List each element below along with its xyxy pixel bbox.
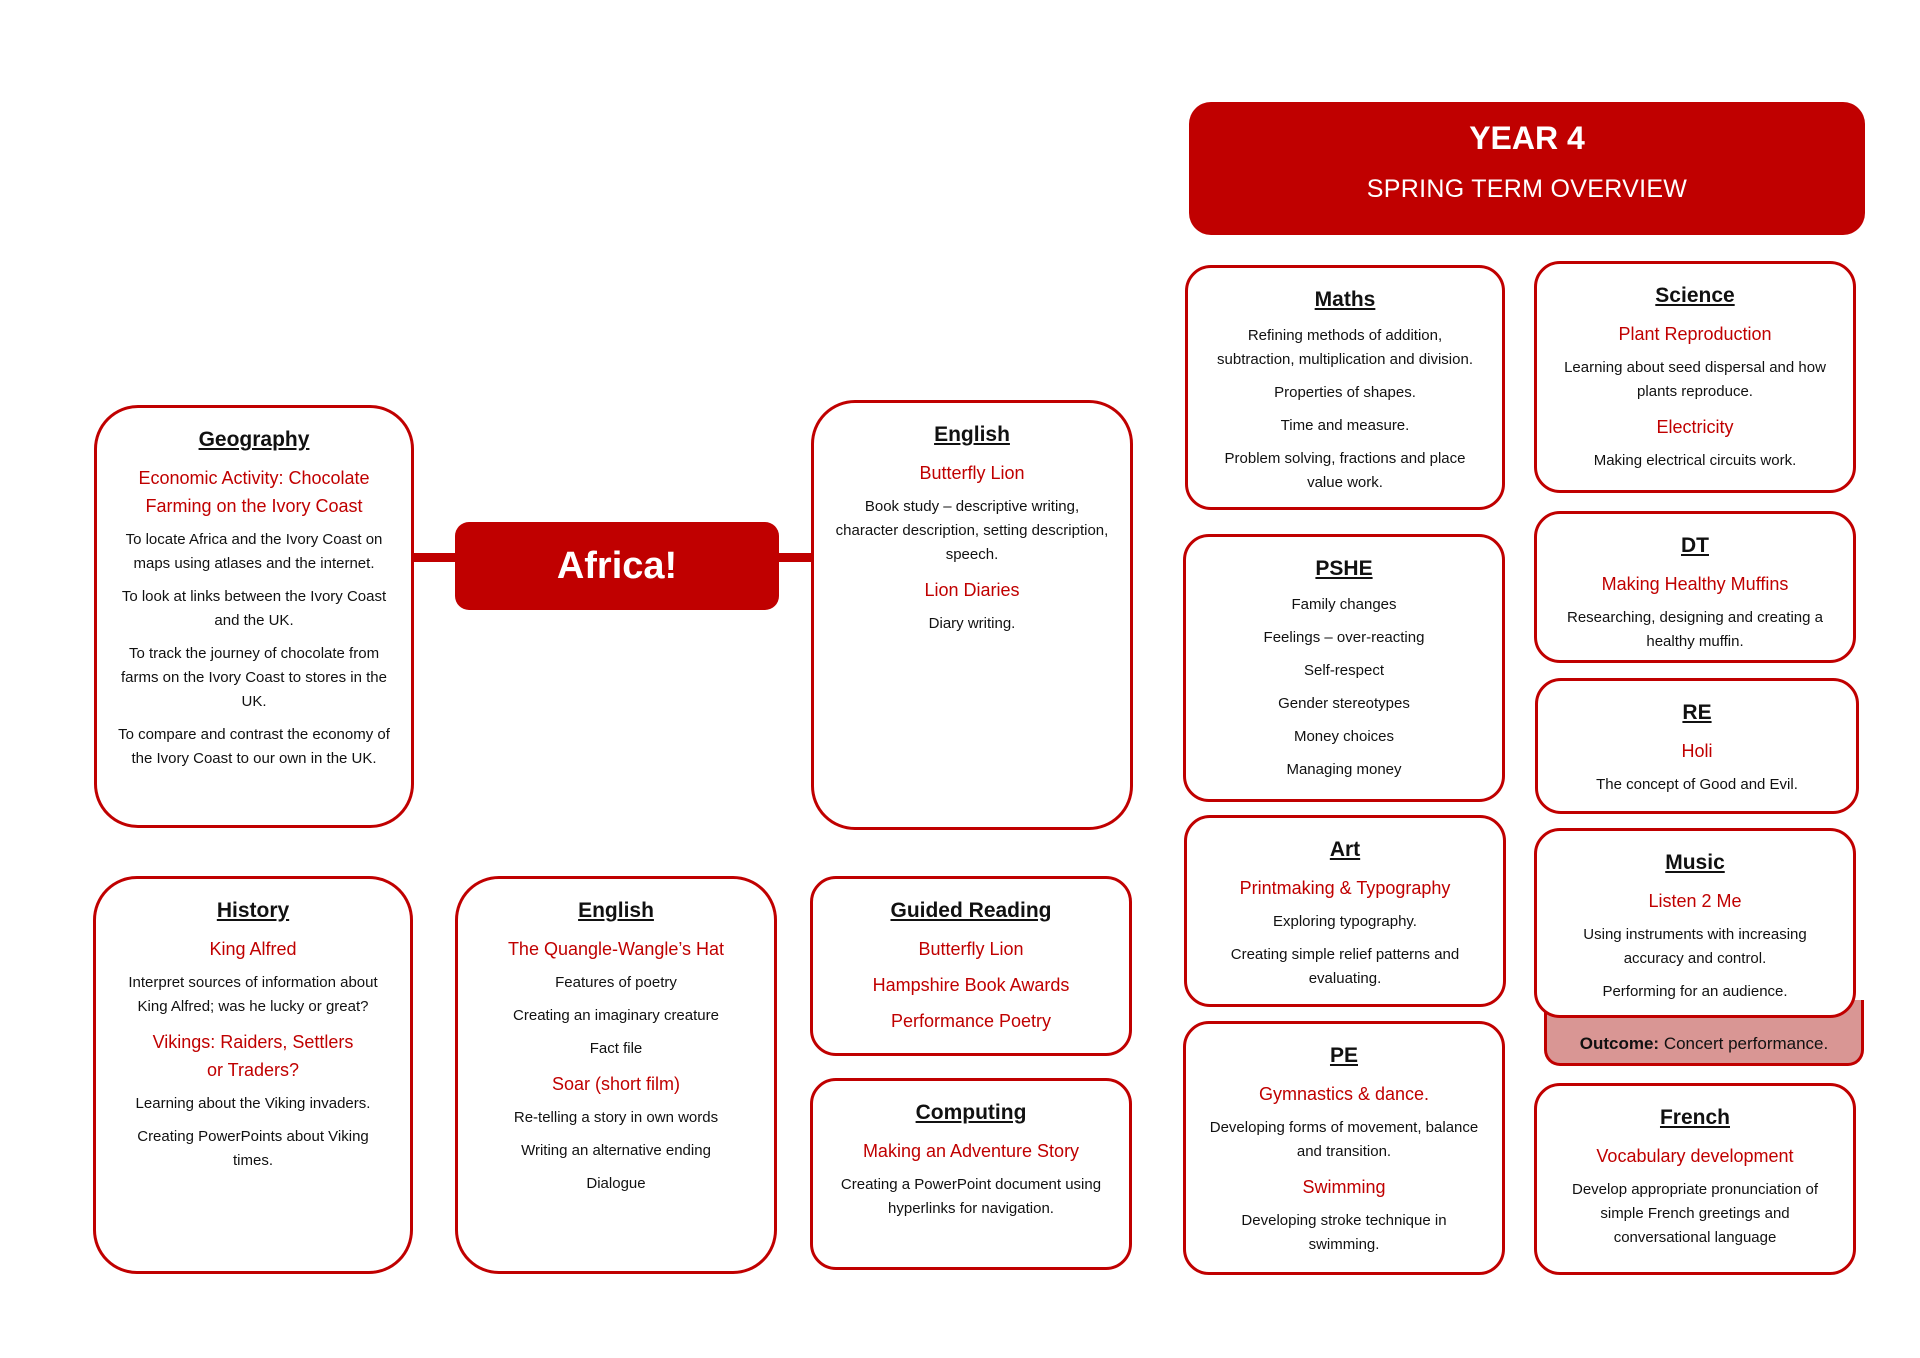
english-heading: English <box>578 899 654 922</box>
art-heading: Art <box>1329 838 1361 861</box>
music-line-2: Performing for an audience. <box>1602 983 1788 1000</box>
english-topic-1: Butterfly Lion <box>919 463 1025 483</box>
pe-heading: PE <box>1329 1044 1358 1067</box>
music-line-1: Using instruments with increasing accura… <box>1583 926 1807 967</box>
english-line: Creating an imaginary creature <box>513 1007 719 1024</box>
pshe-card: PSHE Family changes Feelings – over-reac… <box>1183 534 1505 802</box>
connector-right <box>777 553 813 562</box>
art-topic: Printmaking & Typography <box>1239 878 1451 898</box>
english-line: Re-telling a story in own words <box>513 1109 719 1126</box>
science-topic-1: Plant Reproduction <box>1618 324 1772 344</box>
pe-topic-1: Gymnastics & dance. <box>1258 1084 1430 1104</box>
art-line-1: Exploring typography. <box>1273 913 1417 930</box>
english-heading: English <box>934 423 1010 446</box>
history-line-3: Creating PowerPoints about Viking times. <box>137 1128 369 1169</box>
english-line: Writing an alternative ending <box>521 1142 711 1159</box>
science-line-2: Making electrical circuits work. <box>1593 452 1797 469</box>
history-line-1: Interpret sources of information about K… <box>128 974 378 1015</box>
science-heading: Science <box>1655 284 1735 307</box>
pshe-line: Gender stereotypes <box>1278 695 1410 712</box>
dt-line: Researching, designing and creating a he… <box>1566 609 1823 650</box>
english-poetry-card: English The Quangle-Wangle’s Hat Feature… <box>455 876 777 1274</box>
english-line: Features of poetry <box>555 974 677 991</box>
computing-line: Creating a PowerPoint document using hyp… <box>840 1176 1102 1217</box>
pshe-line: Managing money <box>1286 761 1402 778</box>
english-line: Dialogue <box>586 1175 646 1192</box>
french-line: Develop appropriate pronunciation of sim… <box>1572 1181 1818 1246</box>
year-title: YEAR 4 <box>1469 120 1585 156</box>
geography-heading: Geography <box>198 428 310 451</box>
pshe-line: Money choices <box>1293 728 1395 745</box>
geography-line: To locate Africa and the Ivory Coast on … <box>125 531 383 572</box>
pshe-line: Self-respect <box>1303 662 1385 679</box>
guided-reading-heading: Guided Reading <box>890 899 1052 922</box>
maths-line: Refining methods of addition, subtractio… <box>1217 327 1473 368</box>
pe-line-2: Developing stroke technique in swimming. <box>1241 1212 1447 1253</box>
history-card: History King Alfred Interpret sources of… <box>93 876 413 1274</box>
english-topic-1: The Quangle-Wangle’s Hat <box>507 939 725 959</box>
dt-heading: DT <box>1681 534 1709 557</box>
english-topic-2: Soar (short film) <box>551 1074 681 1094</box>
french-card: French Vocabulary development Develop ap… <box>1534 1083 1856 1275</box>
computing-topic: Making an Adventure Story <box>862 1141 1080 1161</box>
french-heading: French <box>1659 1106 1730 1129</box>
header-banner: YEAR 4 SPRING TERM OVERVIEW <box>1189 102 1865 235</box>
pshe-line: Feelings – over-reacting <box>1263 629 1425 646</box>
geography-topic: Economic Activity: Chocolate Farming on … <box>138 468 370 516</box>
dt-topic: Making Healthy Muffins <box>1601 574 1789 594</box>
guided-reading-card: Guided Reading Butterfly Lion Hampshire … <box>810 876 1132 1056</box>
pe-topic-2: Swimming <box>1302 1177 1386 1197</box>
history-topic-2: Vikings: Raiders, Settlers or Traders? <box>152 1032 354 1080</box>
guided-reading-item: Butterfly Lion <box>918 939 1024 959</box>
science-card: Science Plant Reproduction Learning abou… <box>1534 261 1856 493</box>
science-topic-2: Electricity <box>1656 417 1734 437</box>
re-heading: RE <box>1682 701 1712 724</box>
pshe-line: Family changes <box>1291 596 1397 613</box>
music-heading: Music <box>1665 851 1725 874</box>
english-line-2: Diary writing. <box>928 615 1016 632</box>
art-card: Art Printmaking & Typography Exploring t… <box>1184 815 1506 1007</box>
geography-line: To track the journey of chocolate from f… <box>121 645 387 710</box>
maths-line: Properties of shapes. <box>1274 384 1416 401</box>
re-card: RE Holi The concept of Good and Evil. <box>1535 678 1859 814</box>
english-topic-2: Lion Diaries <box>924 580 1020 600</box>
outcome-label: Outcome: <box>1579 1034 1660 1053</box>
pe-card: PE Gymnastics & dance. Developing forms … <box>1183 1021 1505 1275</box>
maths-card: Maths Refining methods of addition, subt… <box>1185 265 1505 510</box>
history-topic-1: King Alfred <box>209 939 297 959</box>
science-line-1: Learning about seed dispersal and how pl… <box>1564 359 1826 400</box>
french-topic: Vocabulary development <box>1596 1146 1794 1166</box>
term-subtitle: SPRING TERM OVERVIEW <box>1366 175 1688 203</box>
history-heading: History <box>216 899 290 922</box>
topic-hub: Africa! <box>455 522 779 610</box>
geography-card: Geography Economic Activity: Chocolate F… <box>94 405 414 828</box>
guided-reading-item: Hampshire Book Awards <box>872 975 1070 995</box>
computing-heading: Computing <box>915 1101 1027 1124</box>
guided-reading-item: Performance Poetry <box>890 1011 1052 1031</box>
pe-line-1: Developing forms of movement, balance an… <box>1209 1119 1479 1160</box>
history-line-2: Learning about the Viking invaders. <box>135 1095 371 1112</box>
english-line: Fact file <box>589 1040 643 1057</box>
music-card: Music Listen 2 Me Using instruments with… <box>1534 828 1856 1018</box>
outcome-text: Concert performance. <box>1663 1034 1829 1053</box>
maths-line: Problem solving, fractions and place val… <box>1224 450 1466 491</box>
computing-card: Computing Making an Adventure Story Crea… <box>810 1078 1132 1270</box>
re-line: The concept of Good and Evil. <box>1596 776 1798 793</box>
geography-line: To look at links between the Ivory Coast… <box>121 588 387 629</box>
pshe-heading: PSHE <box>1315 557 1373 580</box>
connector-left <box>413 553 457 562</box>
music-topic: Listen 2 Me <box>1648 891 1742 911</box>
maths-heading: Maths <box>1314 288 1376 311</box>
english-line-1: Book study – descriptive writing, charac… <box>835 498 1109 563</box>
english-reading-card: English Butterfly Lion Book study – desc… <box>811 400 1133 830</box>
dt-card: DT Making Healthy Muffins Researching, d… <box>1534 511 1856 663</box>
geography-line: To compare and contrast the economy of t… <box>118 726 390 767</box>
art-line-2: Creating simple relief patterns and eval… <box>1230 946 1460 987</box>
re-topic: Holi <box>1681 741 1713 761</box>
maths-line: Time and measure. <box>1280 417 1410 434</box>
